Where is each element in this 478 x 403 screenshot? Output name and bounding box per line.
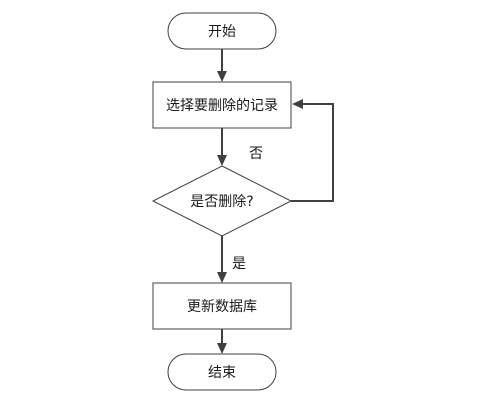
- arrow-no-loop-back: [291, 99, 334, 202]
- arrow-decision-to-update: [217, 236, 227, 283]
- select-record-node: 选择要删除的记录: [152, 81, 292, 129]
- arrow-update-to-end: [217, 329, 227, 354]
- start-label: 开始: [208, 24, 236, 40]
- end-node: 结束: [167, 353, 277, 391]
- select-record-shape: [152, 81, 292, 129]
- yes-branch-label: 是: [232, 256, 246, 272]
- select-record-label: 选择要删除的记录: [166, 98, 278, 114]
- update-database-shape: [152, 282, 292, 330]
- arrow-select-to-decision: [217, 128, 227, 166]
- no-branch-label: 否: [249, 146, 263, 162]
- start-node: 开始: [167, 12, 277, 50]
- end-label: 结束: [208, 365, 236, 381]
- decision-label: 是否删除?: [190, 194, 253, 210]
- update-database-label: 更新数据库: [187, 299, 257, 315]
- decision-node: 是否删除?: [151, 165, 293, 237]
- update-database-node: 更新数据库: [152, 282, 292, 330]
- arrow-start-to-select: [217, 49, 227, 82]
- end-shape: [167, 353, 277, 391]
